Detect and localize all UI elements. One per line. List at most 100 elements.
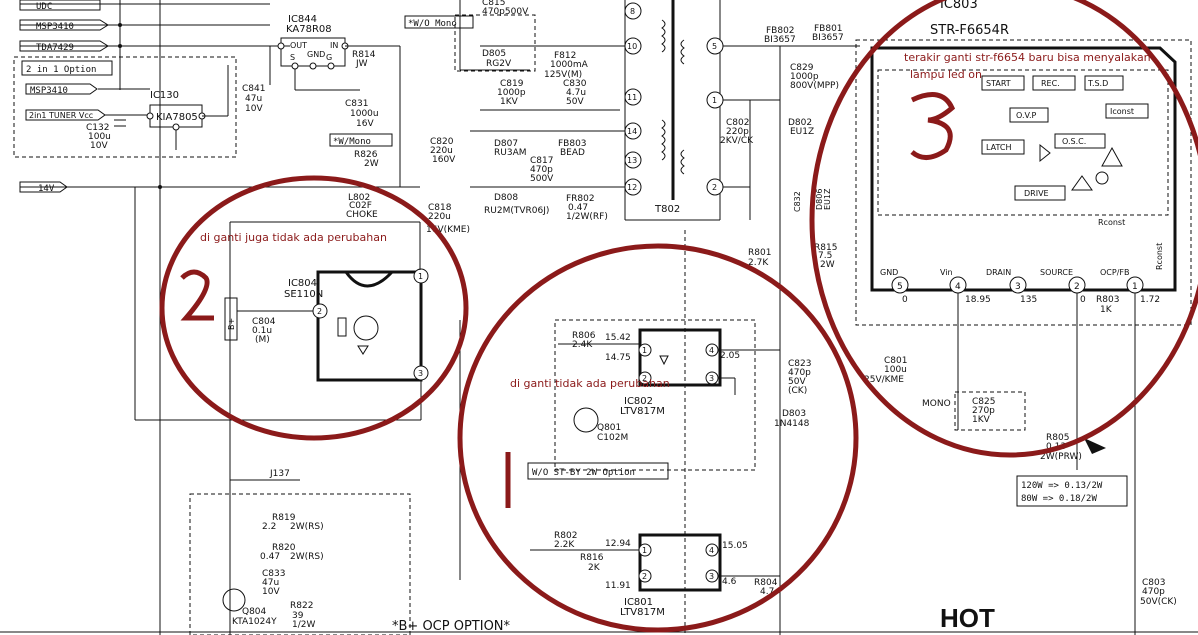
annotation-circle-ic804 — [159, 175, 469, 441]
d802-val: EU1Z — [790, 127, 814, 137]
bus-14v-box — [19, 181, 68, 193]
ic801: R802 2.2K R816 2K 12.94 11.91 15.05 4.6 … — [530, 531, 780, 618]
j137-label: J137 — [269, 469, 290, 479]
ic801-pin-2: 2 — [642, 572, 647, 581]
ic803-block-tsd: T.S.D — [1087, 79, 1108, 88]
handwritten-two — [180, 269, 214, 321]
ic844-part: KA78R08 — [286, 24, 332, 35]
c802-volt: 2KV/CK — [720, 136, 754, 146]
r819-val2: 2W(RS) — [290, 522, 324, 532]
r815-val2: 2W — [820, 260, 835, 270]
c802-val: 220p — [726, 127, 749, 137]
r801-ref: R801 — [748, 248, 771, 258]
ic803-pin-3: 3 — [1015, 282, 1021, 292]
ic844-ref: IC844 — [288, 14, 317, 25]
bocp-block: J137 R819 2.2 2W(RS) R820 0.47 2W(RS) C8… — [189, 469, 511, 635]
d803-val: 1N4148 — [774, 419, 810, 429]
annotation-text-2: di ganti tidak ada perubahan — [510, 377, 670, 390]
ic803-pin-1: 1 — [1132, 282, 1138, 292]
c817-ref: C817 — [530, 156, 553, 166]
c802-ref: C802 — [726, 118, 749, 128]
bottom-right-block: C801 100u 25V/KME MONO C825 270p 1KV R80… — [864, 356, 1177, 633]
c823-val2: (CK) — [788, 386, 807, 396]
c823-val: 470p — [788, 368, 811, 378]
ic801-volt-1: 12.94 — [605, 539, 631, 549]
ic803-pin-name-source: SOURCE — [1040, 268, 1073, 277]
c830-volt: 50V — [566, 97, 584, 107]
bus-label-tuner: 2in1 TUNER Vcc — [29, 111, 93, 120]
c818-volt: 16V(KME) — [426, 225, 470, 235]
bus-label-msp3410: MSP3410 — [36, 22, 74, 32]
c825-val: 270p — [972, 406, 995, 416]
option-2in1-label: 2 in 1 Option — [26, 65, 96, 75]
ic803-block-ovp: O.V.P — [1016, 111, 1037, 120]
l802-type: CHOKE — [346, 210, 378, 220]
r816-val: 2K — [588, 563, 601, 573]
ic844-g: G — [326, 53, 332, 62]
ic130-part: KIA7805 — [156, 112, 198, 123]
bus-tuner-box — [25, 109, 106, 121]
c833-volt: 10V — [262, 587, 280, 597]
ic803-pin-name-vin: Vin — [940, 268, 953, 277]
r822-val2: 1/2W — [292, 620, 315, 630]
ic803-pin-name-gnd: GND — [880, 268, 898, 277]
c830-ref: C830 — [563, 79, 587, 89]
q801-part: C102M — [597, 433, 628, 443]
r819-ref: R819 — [272, 513, 296, 523]
ic803-pin-2: 2 — [1074, 282, 1080, 292]
r806-ref: R806 — [572, 331, 596, 341]
q804-ref: Q804 — [242, 607, 267, 617]
secondary-block: C815 470p500V D805 RG2V F812 1000mA 125V… — [346, 0, 625, 235]
t802-pin-1: 1 — [712, 96, 717, 105]
d805-val: RG2V — [486, 59, 512, 69]
ic802-ref: IC802 — [624, 396, 653, 407]
bus-label-msp3410-2: MSP3410 — [30, 86, 68, 96]
c832-ref: C832 — [793, 191, 802, 212]
q801-ref: Q801 — [597, 423, 621, 433]
t802-pin-8: 8 — [630, 7, 635, 16]
fr802-val2: 1/2W(RF) — [566, 212, 608, 222]
t802-pin-12: 12 — [627, 183, 637, 192]
ic801-pin-4: 4 — [709, 546, 714, 555]
d808-ref: D808 — [494, 193, 518, 203]
hot-label: HOT — [940, 603, 995, 633]
ic844-out: OUT — [290, 41, 307, 50]
c819-volt: 1KV — [500, 97, 519, 107]
fb803-ref: FB803 — [558, 139, 587, 149]
r819-val: 2.2 — [262, 522, 276, 532]
c817-volt: 500V — [530, 174, 554, 184]
ic803-pin-name-drain: DRAIN — [986, 268, 1011, 277]
ic844-gnd: GND — [307, 50, 325, 59]
ic802-pin-4: 4 — [709, 346, 714, 355]
ic803-volt-drain: 135 — [1020, 295, 1037, 305]
r822-ref: R822 — [290, 601, 313, 611]
ic804: IC804 SE110N 1 2 3 B+ C804 0.1u (M) — [134, 187, 429, 635]
ic801-volt-2: 11.91 — [605, 581, 631, 591]
c132-volt: 10V — [90, 141, 108, 151]
ic803-volt-vin: 18.95 — [965, 295, 991, 305]
c841-ref: C841 — [242, 84, 265, 94]
r803-val: 1K — [1100, 305, 1113, 315]
r814-ref: R814 — [352, 50, 376, 60]
ic804-ref: IC804 — [288, 278, 317, 289]
d807-val: RU3AM — [494, 148, 527, 158]
r801-val: 2.7K — [748, 258, 769, 268]
d808-val: RU2M(TVR06J) — [484, 206, 549, 216]
wmono-box-1 — [404, 15, 474, 29]
c831-volt: 16V — [356, 119, 374, 129]
ic130: IC130 KIA7805 C132 100u 10V — [86, 65, 229, 151]
r815-ref: R815 — [814, 243, 837, 253]
annotations: di ganti juga tidak ada perubahan di gan… — [159, 0, 1198, 633]
r826-val: 2W — [364, 159, 379, 169]
left-bus: UDC MSP3410 TDA7429 2 in 1 Option MSP341… — [13, 0, 420, 635]
ic804-pin-3: 3 — [418, 369, 423, 378]
bus-label-udc: UDC — [36, 2, 52, 12]
d802-ref: D802 — [788, 118, 812, 128]
ic802-volt-4: 2.05 — [720, 351, 740, 361]
f812-ref: F812 — [554, 51, 576, 61]
d806-val: EU1Z — [823, 188, 832, 210]
c825-ref: C825 — [972, 397, 995, 407]
r805-table-box — [1016, 475, 1128, 507]
r805-table-row-2: 80W => 0.18/2W — [1021, 494, 1097, 504]
